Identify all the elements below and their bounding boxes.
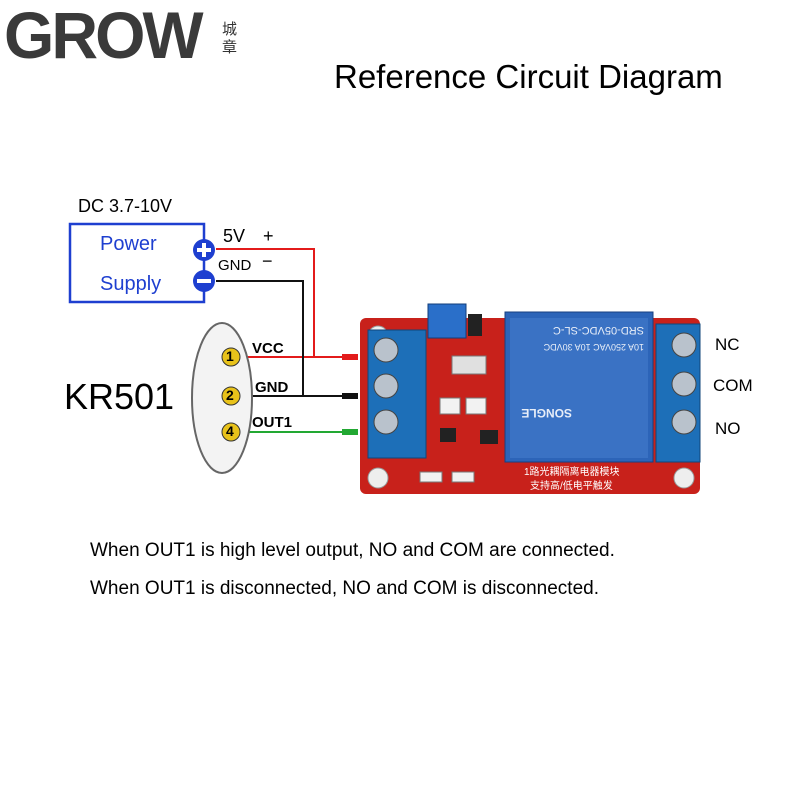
board-text-2: 支持高/低电平触发 bbox=[530, 481, 613, 492]
caption-line-1: When OUT1 is high level output, NO and C… bbox=[90, 540, 615, 561]
grow-logo: GROW bbox=[4, 2, 204, 68]
relay-brand-text: SONGLE bbox=[521, 406, 572, 420]
logo-text: GROW bbox=[4, 0, 204, 72]
diagram-title: Reference Circuit Diagram bbox=[334, 58, 723, 95]
terminal-no-label: NO bbox=[715, 419, 741, 438]
gnd-wire bbox=[216, 280, 352, 397]
minus-wire-label: GND bbox=[218, 257, 252, 274]
pin-4-icon bbox=[221, 422, 241, 442]
minus-sign: − bbox=[262, 251, 273, 271]
pin-gnd-label: GND bbox=[255, 379, 289, 396]
board-text-1: 1路光耦隔离电器模块 bbox=[524, 467, 620, 478]
voltage-label: DC 3.7-10V bbox=[78, 196, 173, 216]
caption-line-2: When OUT1 is disconnected, NO and COM is… bbox=[90, 578, 600, 599]
plus-sign: + bbox=[263, 226, 274, 246]
pin-4-number: 4 bbox=[226, 423, 234, 439]
sensor-name: KR501 bbox=[64, 376, 175, 417]
pin-2-icon bbox=[221, 386, 241, 406]
power-supply-box bbox=[68, 222, 206, 304]
power-supply-line2: Supply bbox=[100, 273, 162, 295]
terminal-com-label: COM bbox=[713, 376, 753, 395]
vcc-wire bbox=[216, 248, 352, 358]
pin-1-icon bbox=[221, 347, 241, 367]
pin-1-number: 1 bbox=[226, 348, 234, 364]
relay-model-text: SRD-05VDC-SL-C bbox=[552, 324, 644, 336]
pin-2-number: 2 bbox=[226, 387, 234, 403]
relay-rating-text: 10A 250VAC 10A 30VDC bbox=[543, 342, 644, 352]
terminal-nc-label: NC bbox=[715, 335, 740, 354]
power-supply-line1: Power bbox=[100, 233, 157, 255]
relay-module-image bbox=[360, 303, 701, 494]
logo-seal: 城章 bbox=[222, 20, 238, 56]
plus-wire-label: 5V bbox=[223, 226, 246, 246]
pin-out1-label: OUT1 bbox=[252, 414, 293, 431]
pin-vcc-label: VCC bbox=[252, 340, 284, 357]
